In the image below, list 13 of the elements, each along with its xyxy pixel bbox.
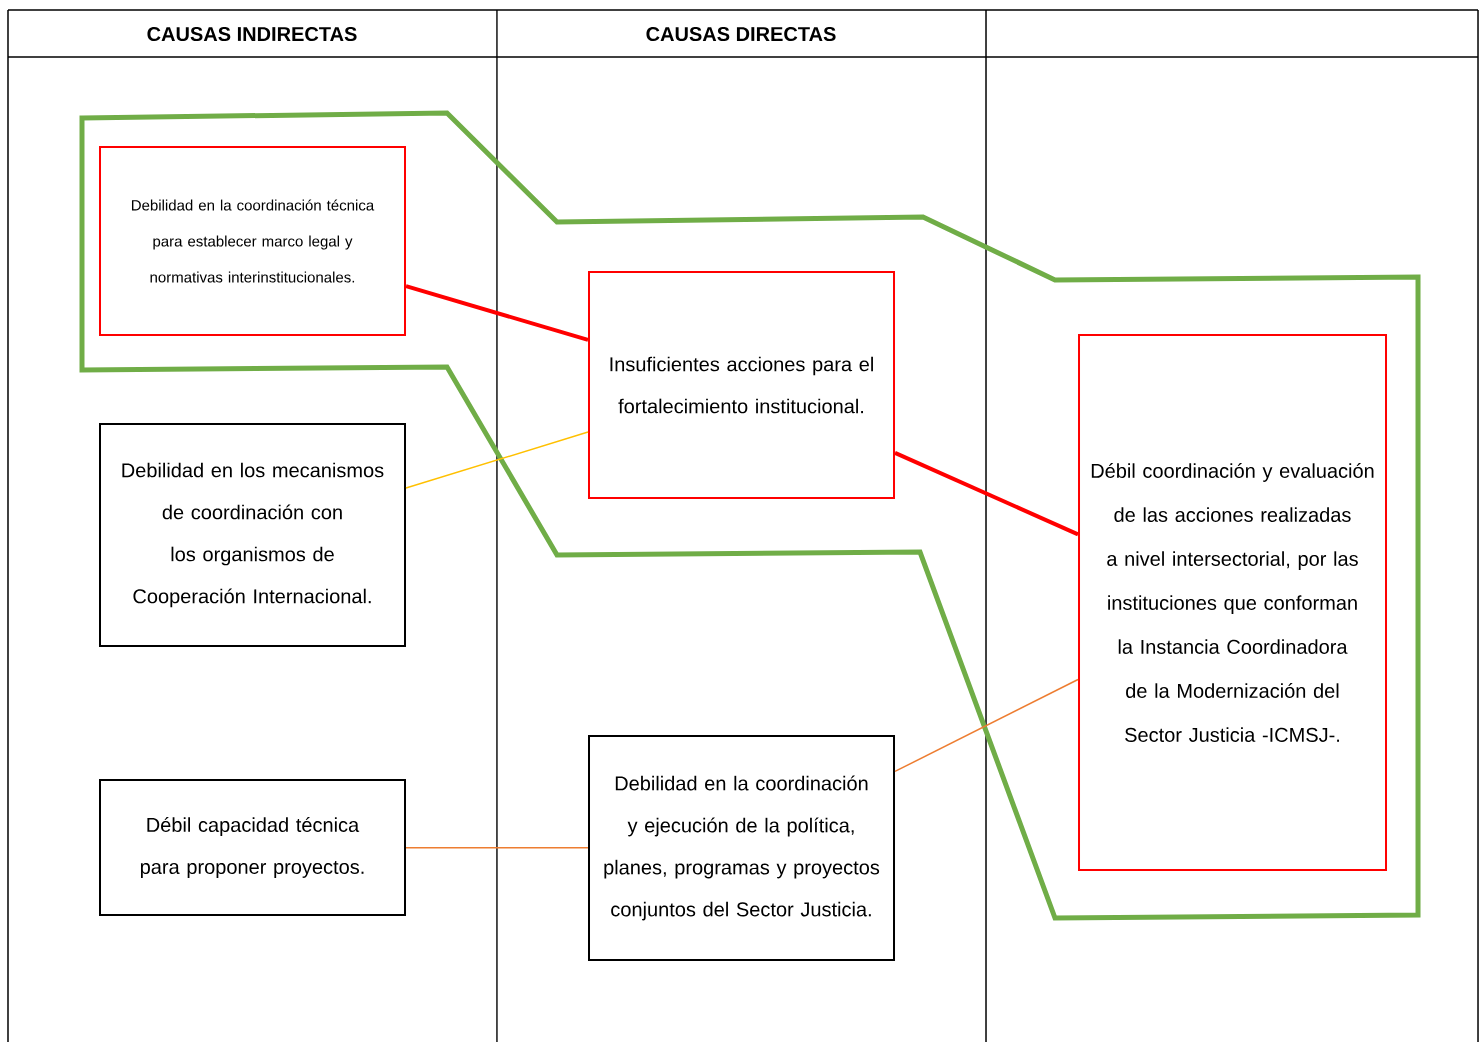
column-header: CAUSAS INDIRECTAS	[147, 26, 357, 42]
connector-line	[405, 431, 589, 489]
connector-line	[894, 451, 1079, 537]
connector-line	[894, 678, 1079, 773]
cause-box: Debilidad en la coordinación y ejecución de la política, planes, programas y proyectos conjuntos del Sector Justicia.	[588, 735, 895, 961]
cause-box: Insuficientes acciones para el fortalecimiento institucional.	[588, 271, 895, 499]
cause-box: Debilidad en los mecanismos de coordinación con los organismos de Cooperación Internacional.	[99, 423, 406, 647]
connector-line	[405, 846, 589, 849]
cause-box: Débil coordinación y evaluación de las acciones realizadas a nivel intersectorial, por las instituciones que conforman la Instancia Coordinadora de la Modernización del Sector Justicia -ICMSJ-.	[1078, 334, 1387, 871]
cause-box: Debilidad en la coordinación técnica para establecer marco legal y normativas interinstitucionales.	[99, 146, 406, 336]
column-header: CAUSAS DIRECTAS	[646, 26, 836, 42]
connector-line	[405, 284, 589, 342]
cause-box: Débil capacidad técnica para proponer proyectos.	[99, 779, 406, 916]
